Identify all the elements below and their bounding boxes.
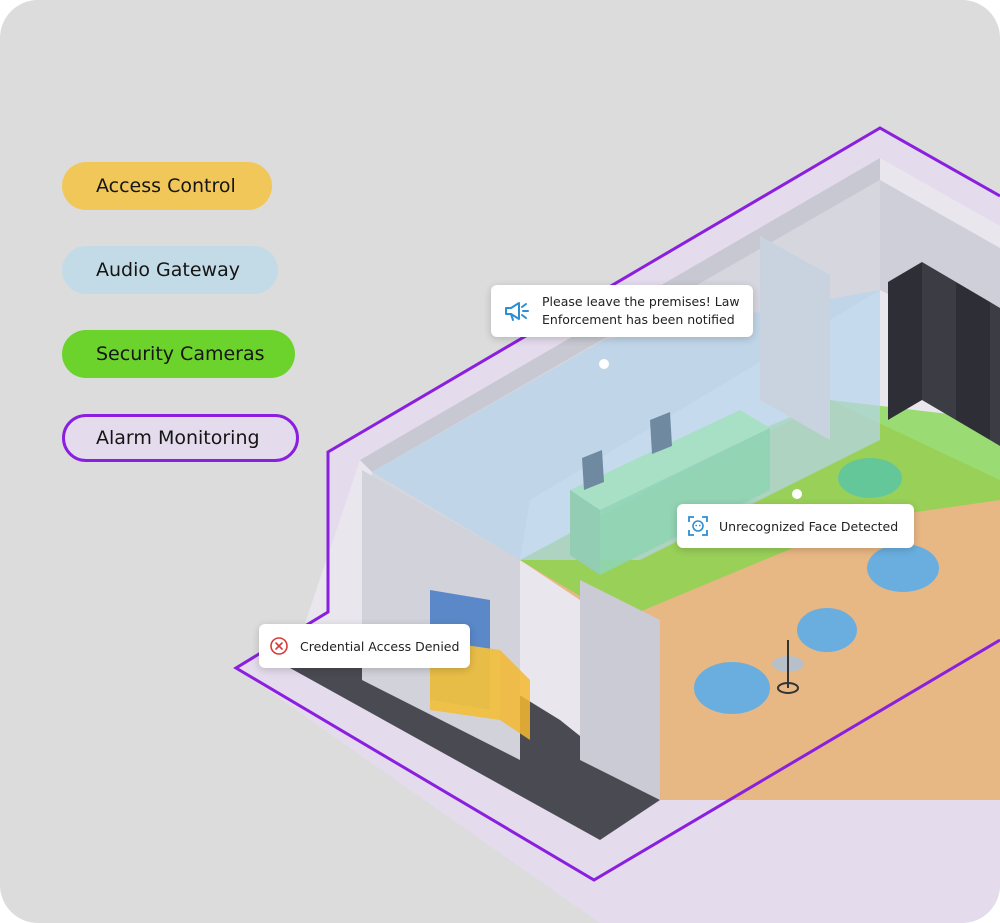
legend-access-control[interactable]: Access Control: [62, 162, 272, 210]
partition-wall-door: [580, 580, 660, 800]
audio-alert-toast: Please leave the premises! Law Enforceme…: [491, 285, 753, 337]
reception-desk: [570, 410, 770, 575]
legend-security-cameras-label: Security Cameras: [96, 343, 265, 365]
error-x-icon: [269, 636, 289, 656]
face-alert-toast: Unrecognized Face Detected: [677, 504, 914, 548]
legend-alarm-monitoring-label: Alarm Monitoring: [96, 427, 260, 449]
side-table: [772, 640, 804, 694]
audio-alert-text: Please leave the premises! Law Enforceme…: [542, 294, 740, 327]
ceiling-sensor: [599, 359, 609, 369]
room-sensor: [792, 489, 802, 499]
legend-security-cameras[interactable]: Security Cameras: [62, 330, 295, 378]
legend-alarm-monitoring[interactable]: Alarm Monitoring: [62, 414, 299, 462]
face-alert-text: Unrecognized Face Detected: [719, 518, 899, 534]
legend-audio-gateway[interactable]: Audio Gateway: [62, 246, 278, 294]
legend-access-control-label: Access Control: [96, 175, 236, 197]
legend-audio-gateway-label: Audio Gateway: [96, 259, 240, 281]
megaphone-icon: [503, 299, 529, 323]
access-alert-toast: Credential Access Denied: [259, 624, 470, 668]
armchairs: [694, 458, 939, 714]
alarm-perimeter: [233, 126, 1000, 882]
face-scan-icon: [687, 515, 709, 537]
access-alert-text: Credential Access Denied: [300, 638, 460, 654]
server-racks: [888, 262, 1000, 446]
partition-wall-back: [760, 236, 830, 440]
